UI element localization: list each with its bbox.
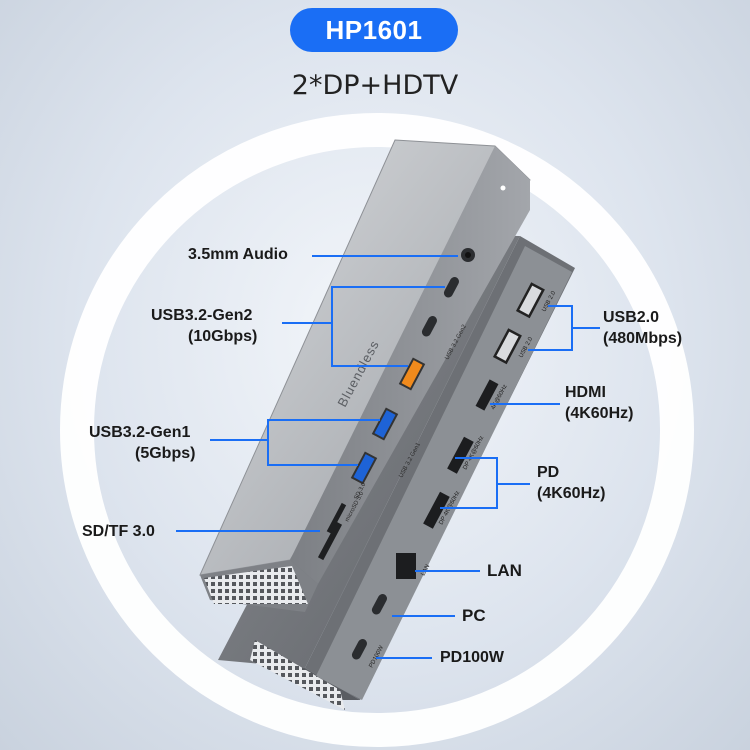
usba-gen1-port-2 [350, 451, 378, 485]
dp-port-1 [447, 436, 474, 474]
usbc-gen2-port-1 [443, 276, 459, 298]
microsd-slot [326, 502, 347, 534]
label-hdmi-line2: (4K60Hz) [565, 405, 634, 422]
usbc-pc-port [371, 593, 387, 615]
usba-gen2-port [398, 357, 426, 391]
label-usb-gen1-line1: USB3.2-Gen1 [89, 424, 191, 441]
label-usb-gen1-line2: (5Gbps) [135, 445, 196, 462]
usbc-pd-port [351, 638, 367, 660]
model-badge: HP1601 [290, 8, 458, 52]
dp-port-2 [423, 491, 450, 529]
lan-port [396, 553, 416, 579]
page-subtitle: 2*DP+HDTV [291, 70, 459, 101]
label-pc: PC [462, 606, 486, 625]
usba-gen1-port-1 [371, 407, 399, 441]
label-hdmi-line1: HDMI [565, 384, 606, 401]
callout-lines [176, 255, 600, 659]
label-audio: 3.5mm Audio [188, 246, 288, 263]
sd-slot [317, 521, 343, 561]
hdmi-port [475, 379, 499, 411]
label-usb20-line1: USB2.0 [603, 309, 660, 326]
label-pd100w: PD100W [440, 649, 505, 666]
usb20-port-2 [492, 328, 522, 365]
usbc-gen2-port-2 [421, 315, 437, 337]
background-ring [60, 113, 694, 747]
label-usb20-line2: (480Mbps) [603, 330, 683, 347]
power-led [500, 185, 506, 191]
audio-port [461, 248, 475, 262]
label-pd-line1: PD [537, 464, 560, 481]
label-lan: LAN [487, 561, 522, 580]
label-usb-gen2-line1: USB3.2-Gen2 [151, 307, 253, 324]
usb20-port-1 [515, 282, 545, 319]
label-usb-gen2-line2: (10Gbps) [188, 328, 258, 345]
label-sdtf: SD/TF 3.0 [82, 523, 155, 540]
label-pd-line2: (4K60Hz) [537, 485, 606, 502]
